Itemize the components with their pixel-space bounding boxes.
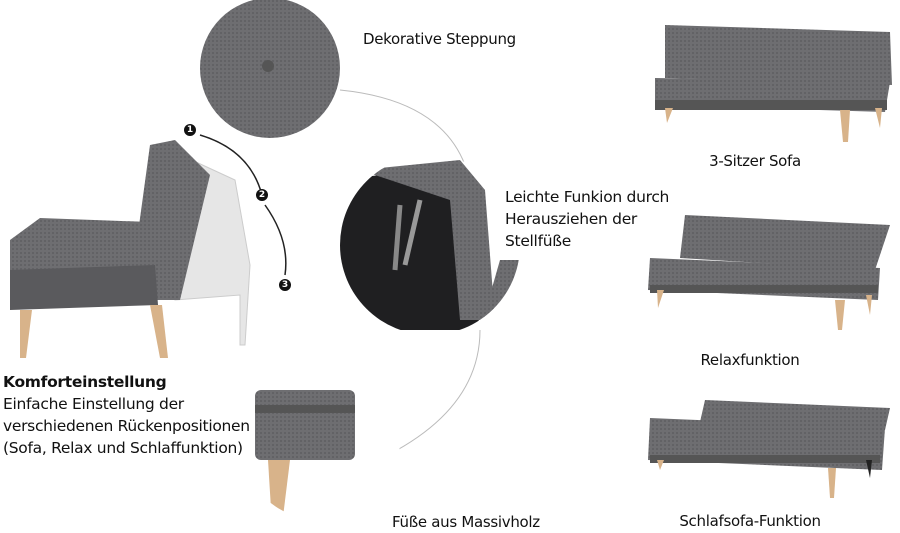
mechanism-line: Stellfüße: [505, 232, 571, 250]
mechanism-line: Herausziehen der: [505, 210, 637, 228]
comfort-line: Einfache Einstellung der: [3, 395, 184, 413]
comfort-line: (Sofa, Relax und Schlaffunktion): [3, 439, 243, 457]
step-marker-3: 3: [279, 279, 291, 291]
comfort-title: Komforteinstellung: [3, 373, 167, 391]
mechanism-line: Leichte Funkion durch: [505, 188, 670, 206]
relax-position-image: [648, 215, 890, 330]
step-arrow: [264, 204, 287, 276]
legs-label: Füße aus Massivholz: [392, 513, 540, 531]
tufting-detail-image: [200, 0, 340, 138]
mechanism-label: Leichte Funkion durch Herausziehen der S…: [505, 186, 669, 252]
position-label-relax: Relaxfunktion: [700, 351, 800, 369]
step-marker-1: 1: [184, 124, 196, 136]
sofa-position-image: [655, 25, 892, 142]
mechanism-detail-image: [340, 155, 520, 335]
step-arrow: [199, 134, 263, 196]
step-marker-2: 2: [256, 189, 268, 201]
legs-detail-image: [240, 360, 400, 520]
position-label-sofa: 3-Sitzer Sofa: [709, 152, 801, 170]
comfort-description: Komforteinstellung Einfache Einstellung …: [3, 371, 250, 459]
connector-line: [339, 89, 466, 166]
bed-position-image: [648, 400, 890, 498]
tufting-label: Dekorative Steppung: [363, 30, 516, 48]
position-label-bed: Schlafsofa-Funktion: [679, 512, 821, 530]
adjustable-sofa-image: [10, 140, 251, 358]
comfort-line: verschiedenen Rückenpositionen: [3, 417, 250, 435]
